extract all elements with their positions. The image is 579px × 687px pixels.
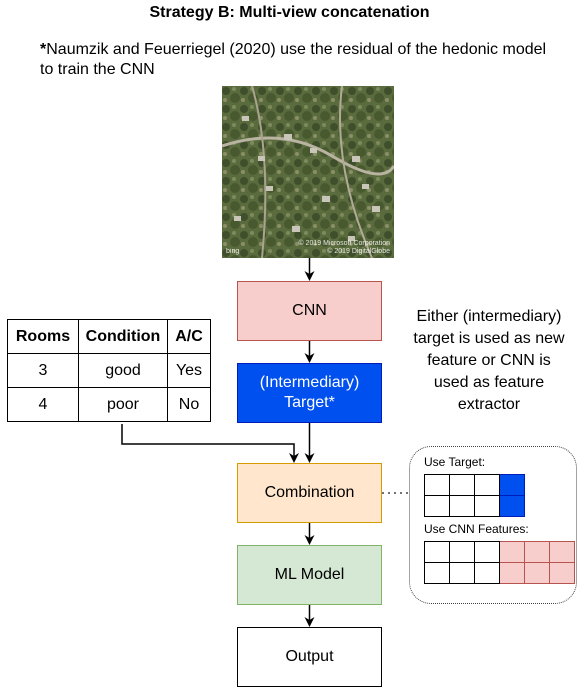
footnote-body: Naumzik and Feuerriegel (2020) use the r… <box>40 41 547 78</box>
footnote-marker: * <box>40 41 47 58</box>
use-target-label: Use Target: <box>424 455 486 469</box>
feature-options-panel: Use Target: Use CNN Features: <box>409 446 577 604</box>
strategy-note: Either (intermediary) target is used as … <box>413 308 565 413</box>
bing-logo: bing <box>226 248 240 255</box>
arrow-table-to-combination <box>121 424 299 463</box>
ml-model-node: ML Model <box>237 545 382 605</box>
combination-node: Combination <box>237 463 382 523</box>
table-cell: poor <box>78 387 168 422</box>
tabular-features-table: Rooms Condition A/C 3 good Yes 4 poor No <box>7 319 211 422</box>
use-cnn-features-grid <box>424 541 575 584</box>
use-cnn-features-label: Use CNN Features: <box>424 522 529 536</box>
table-row: 4 poor No <box>7 387 211 422</box>
target-node: (Intermediary) Target* <box>237 363 382 423</box>
table-header: A/C <box>167 319 211 354</box>
table-cell: No <box>167 387 211 422</box>
satellite-texture <box>222 86 394 258</box>
table-cell: Yes <box>167 353 211 388</box>
satellite-image: bing © 2019 Microsoft Corporation © 2019… <box>222 86 394 258</box>
cnn-node: CNN <box>237 281 382 341</box>
output-node: Output <box>237 627 382 687</box>
table-cell: 3 <box>7 353 79 388</box>
table-header-row: Rooms Condition A/C <box>7 319 211 354</box>
footnote-text: *Naumzik and Feuerriegel (2020) use the … <box>40 40 560 80</box>
table-header: Rooms <box>7 319 79 354</box>
table-header: Condition <box>78 319 168 354</box>
use-target-grid <box>424 474 525 517</box>
diagram-title: Strategy B: Multi-view concatenation <box>149 4 430 21</box>
map-attribution: © 2019 Microsoft Corporation © 2019 Digi… <box>298 240 390 255</box>
table-cell: 4 <box>7 387 79 422</box>
